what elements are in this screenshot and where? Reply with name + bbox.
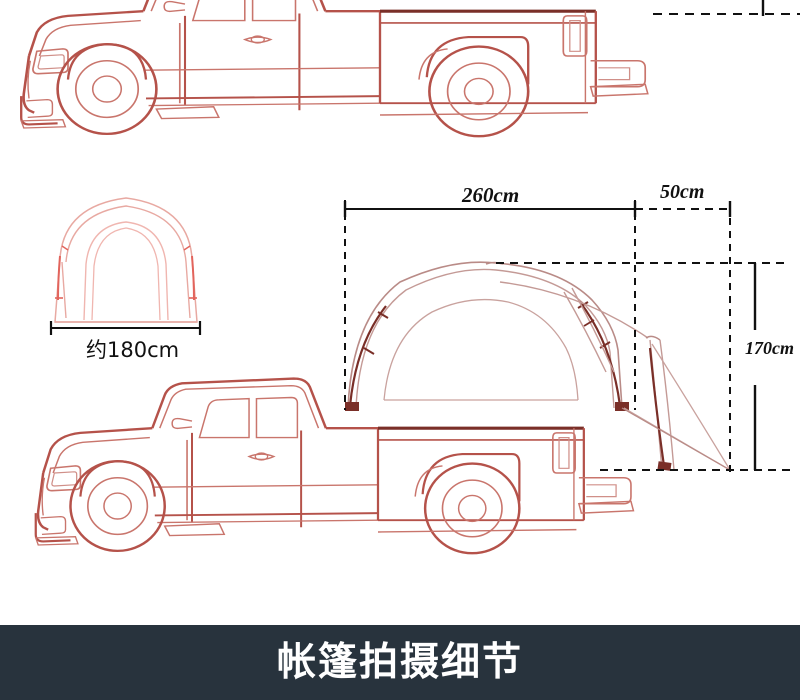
dimension-label-overhang: 50cm — [660, 181, 705, 203]
bed-tent — [345, 261, 731, 471]
section-banner: 帐篷拍摄细节 — [0, 625, 800, 700]
banner-title: 帐篷拍摄细节 — [276, 640, 523, 685]
figure-main-truck-with-tent — [34, 200, 790, 555]
figure-top-truck-cropped — [19, 0, 800, 138]
dimension-label-length: 260cm — [462, 183, 520, 207]
main-truck — [34, 377, 636, 555]
figure-tent-front-view — [49, 197, 202, 335]
dimension-label-height: 170cm — [745, 338, 794, 358]
dimension-label-width: 约180cm — [86, 338, 180, 362]
